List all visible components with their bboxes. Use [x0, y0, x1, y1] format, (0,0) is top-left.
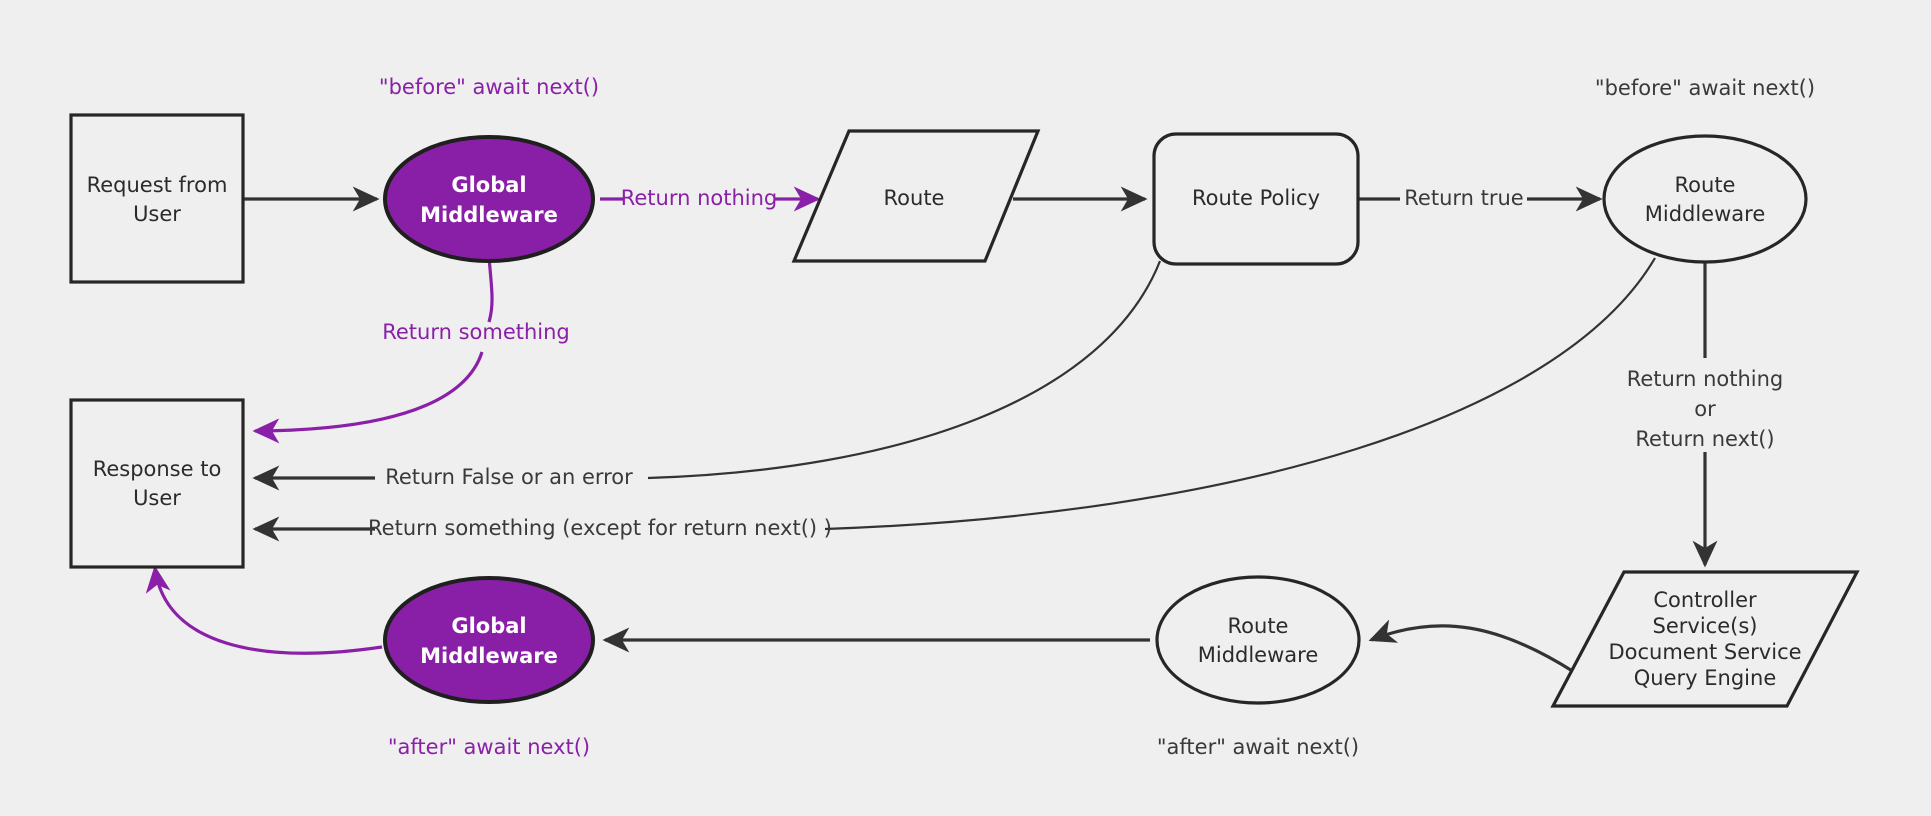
node-response-to-user[interactable]: Response to User [69, 398, 245, 569]
node-global-middleware-before-line2: Middleware [420, 203, 558, 227]
node-global-middleware-after-line1: Global [451, 614, 526, 638]
node-route-middleware-before[interactable]: Route Middleware [1602, 134, 1808, 264]
edge-route-middleware-to-response-something [252, 257, 1656, 542]
edge-label-return-true: Return true [1404, 186, 1523, 210]
node-response-to-user-line1: Response to [93, 457, 222, 481]
node-route-middleware-after-line2: Middleware [1198, 643, 1319, 667]
node-request-from-user[interactable]: Request from User [69, 113, 245, 284]
node-global-middleware-after[interactable]: Global Middleware [383, 576, 595, 704]
edge-label-return-false-or-error: Return False or an error [385, 465, 633, 489]
node-global-middleware-before-line1: Global [451, 173, 526, 197]
node-controller-stack-line2: Service(s) [1653, 614, 1758, 638]
node-route-policy-label: Route Policy [1192, 186, 1320, 210]
edge-route-policy-to-response-false [252, 260, 1162, 491]
edge-label-return-nothing: Return nothing [621, 186, 778, 210]
node-request-from-user-line2: User [133, 202, 181, 226]
node-route-policy[interactable]: Route Policy [1152, 132, 1360, 266]
annotation-after-await-next-global: "after" await next() [388, 735, 590, 759]
node-route-label: Route [884, 186, 945, 210]
edge-label-return-nothing-or-next-line1: Return nothing [1627, 367, 1784, 391]
node-global-middleware-before[interactable]: Global Middleware [383, 135, 595, 263]
node-controller-stack-line4: Query Engine [1634, 666, 1776, 690]
edge-label-return-something: Return something [382, 320, 570, 344]
edge-global-middleware-after-to-response [145, 565, 383, 655]
edge-global-middleware-to-response [252, 257, 494, 444]
edge-label-return-nothing-or-next-line2: or [1694, 397, 1716, 421]
node-route[interactable]: Route [791, 129, 1041, 263]
edge-label-return-nothing-or-next-line3: Return next() [1635, 427, 1774, 451]
node-global-middleware-after-line2: Middleware [420, 644, 558, 668]
annotation-after-await-next-route: "after" await next() [1157, 735, 1359, 759]
annotation-before-await-next-route: "before" await next() [1595, 76, 1815, 100]
node-controller-stack-line3: Document Service [1608, 640, 1801, 664]
node-route-middleware-after[interactable]: Route Middleware [1155, 575, 1361, 705]
annotation-before-await-next-global: "before" await next() [379, 75, 599, 99]
edge-controller-to-route-middleware-after [1368, 619, 1575, 674]
node-response-to-user-line2: User [133, 486, 181, 510]
node-request-from-user-line1: Request from [87, 173, 228, 197]
edge-label-return-something-except-next: Return something (except for return next… [368, 516, 832, 540]
node-route-middleware-after-line1: Route [1228, 614, 1289, 638]
node-controller-stack[interactable]: Controller Service(s) Document Service Q… [1550, 570, 1860, 708]
node-route-middleware-before-line1: Route [1675, 173, 1736, 197]
node-route-middleware-before-line2: Middleware [1645, 202, 1766, 226]
node-controller-stack-line1: Controller [1653, 588, 1757, 612]
